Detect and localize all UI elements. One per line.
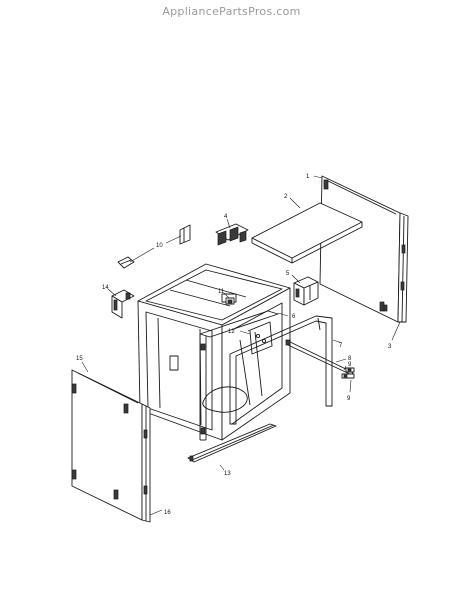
part-3-side-strip[interactable] [397,212,409,323]
callout-7: 7 [339,343,343,349]
part-9-fastener-lower[interactable] [341,373,355,379]
part-10-hinge-bracket-lower[interactable] [117,256,135,269]
callout-9-lower: 9 [347,396,351,402]
callout-9-upper: 9 [348,362,352,368]
part-8-brace[interactable] [285,339,355,377]
part-14-bracket[interactable] [111,289,135,319]
callout-14: 14 [102,285,109,291]
callout-4: 4 [224,214,228,220]
part-9-fastener-upper[interactable] [345,367,355,373]
part-16-side-strip[interactable] [141,403,151,523]
callout-10: 10 [156,243,163,249]
callout-12: 12 [228,329,235,335]
callout-11: 11 [218,289,225,295]
callout-8: 8 [348,356,352,362]
callout-2: 2 [284,194,288,200]
callout-5: 5 [286,271,290,277]
callout-1: 1 [306,174,310,180]
callout-16: 16 [164,510,171,516]
part-5-latch-block[interactable] [293,276,319,306]
part-12-mounting-bar[interactable] [247,321,273,355]
watermark-text: AppliancePartsPros.com [162,5,301,18]
callout-3: 3 [388,344,392,350]
part-13-bottom-rail[interactable] [187,423,277,463]
part-7-door-frame[interactable] [229,315,333,425]
part-10-hinge-bracket-upper[interactable] [179,224,191,245]
tub-frame-assembly [137,263,291,441]
part-11-clip[interactable] [225,297,235,305]
part-15-side-panel[interactable] [71,369,143,521]
callout-15: 15 [76,356,83,362]
part-6-front-frame[interactable] [199,310,279,441]
callout-13: 13 [224,471,231,477]
callout-6: 6 [292,314,296,320]
part-1-side-panel[interactable] [319,175,401,323]
part-2-top-panel[interactable] [251,202,363,264]
part-4-bracket[interactable] [215,223,249,246]
